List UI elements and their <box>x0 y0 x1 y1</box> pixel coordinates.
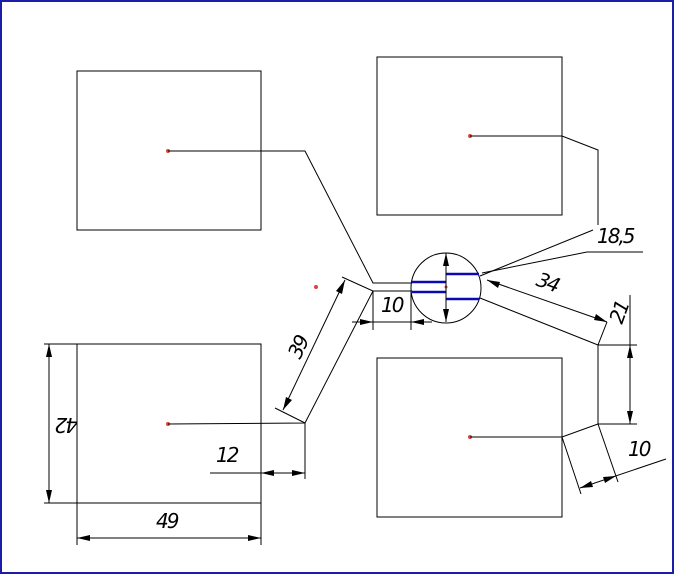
dim-49[interactable]: 49 <box>156 509 181 533</box>
wire-segment <box>479 297 599 346</box>
leader-18-5 <box>479 229 594 277</box>
dim-12[interactable]: 12 <box>216 443 241 467</box>
dim-line-34 <box>486 279 608 323</box>
wire-bottom-right <box>470 321 608 438</box>
dim-10-top[interactable]: 10 <box>381 293 406 317</box>
dim-42[interactable]: 42 <box>55 413 78 437</box>
wire-top-left <box>168 150 412 284</box>
dim-18-5[interactable]: 18,5 <box>597 224 637 248</box>
dim-line-10b <box>579 458 667 489</box>
wire-bottom-left <box>167 276 374 425</box>
leader-shelf <box>481 251 643 274</box>
dim-10-bottom[interactable]: 10 <box>628 437 653 461</box>
loose-point <box>314 285 318 289</box>
dim-39[interactable]: 39 <box>283 331 314 362</box>
dim-34[interactable]: 34 <box>533 267 563 297</box>
dim-line-39 <box>282 279 346 411</box>
wire-top-right <box>470 135 599 225</box>
